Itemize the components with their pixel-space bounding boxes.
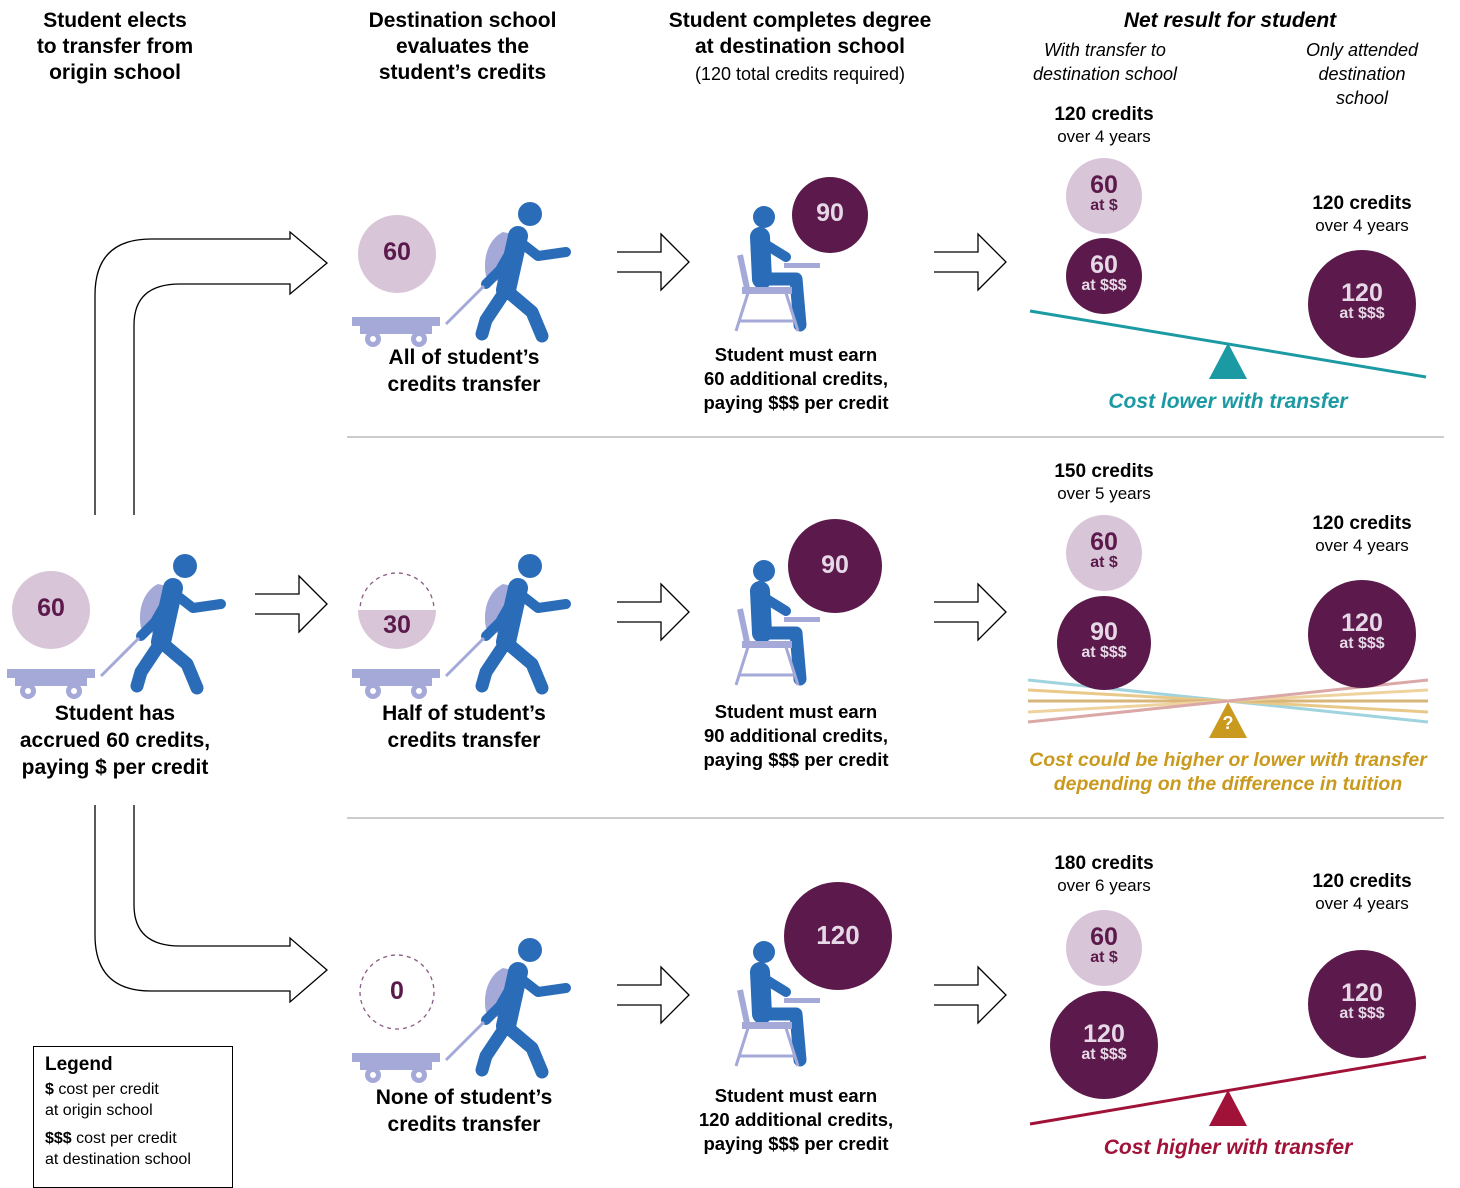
header-completes-sub: (120 total credits required): [694, 64, 906, 84]
seesaw-fulcrum: [1209, 702, 1247, 738]
transfer-credits-value: 60: [383, 238, 411, 266]
earn-credits-value: 90: [816, 199, 844, 227]
earn-credits-ball: [788, 519, 882, 613]
left-bottom-ball: [1066, 238, 1142, 314]
arrow-icon: [616, 966, 690, 1024]
arrow-icon: [254, 575, 328, 633]
header-net-result: Net result for student: [1123, 9, 1337, 32]
earn-credits-ball: [792, 177, 868, 253]
transfer-credits-outline: [359, 954, 435, 1030]
legend-title: Legend: [45, 1054, 113, 1075]
left-bottom-ball: [1050, 991, 1158, 1099]
origin-credits-value: 60: [37, 594, 65, 622]
result-uncertain: Cost could be higher or lower with trans…: [1029, 749, 1427, 795]
result-higher: Cost higher with transfer: [1103, 1136, 1353, 1159]
arrow-to-row1: [94, 230, 329, 515]
transfer-student-icon: [352, 938, 566, 1083]
question-icon: ?: [1222, 713, 1234, 733]
origin-credits-ball: [12, 571, 90, 649]
left-top-ball: [1066, 515, 1142, 591]
transfer-credits-half: [358, 610, 436, 649]
seesaw-fulcrum: [1209, 1090, 1247, 1126]
right-ball: [1308, 580, 1416, 688]
left-top-ball: [1066, 158, 1142, 234]
right-ball: [1308, 250, 1416, 358]
transfer-credits-ball: [358, 215, 436, 293]
left-top-ball: [1066, 910, 1142, 986]
arrow-icon: [933, 966, 1007, 1024]
transfer-credits-value: 0: [390, 977, 404, 1005]
result-lower: Cost lower with transfer: [1108, 390, 1348, 413]
arrow-icon: [616, 233, 690, 291]
arrow-icon: [933, 583, 1007, 641]
arrow-icon: [933, 233, 1007, 291]
transfer-credits-value: 30: [383, 611, 411, 639]
left-bottom-ball: [1057, 596, 1151, 690]
arrow-icon: [616, 583, 690, 641]
earn-credits-value: 90: [821, 551, 849, 579]
right-ball: [1308, 950, 1416, 1058]
earn-credits-ball: [784, 882, 892, 990]
arrow-to-row3: [94, 805, 328, 1004]
earn-credits-value: 120: [816, 920, 860, 950]
seesaw-fulcrum: [1209, 343, 1247, 379]
